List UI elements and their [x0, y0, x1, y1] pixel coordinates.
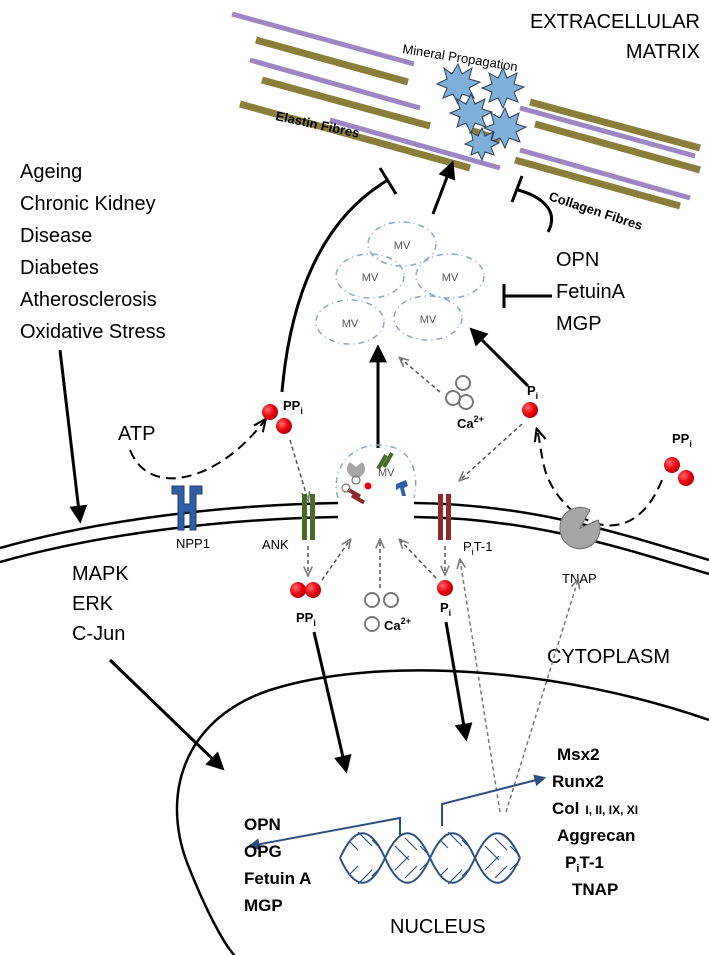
pit1-membrane-label: PiT-1 [463, 539, 492, 557]
ppi-to-ank-arrow [289, 439, 308, 500]
nuclear-envelope [175, 669, 709, 955]
svg-text:C-Jun: C-Jun [72, 623, 125, 645]
svg-text:MGP: MGP [556, 313, 602, 335]
ppi-inhibits-matrix [280, 178, 389, 393]
tnap-protein [559, 506, 601, 550]
pit1-protein [438, 494, 451, 540]
atp-to-ppi-arrow [129, 420, 265, 480]
transcription-arrows [247, 774, 547, 851]
calcium-extracellular-label: Ca2+ [457, 414, 484, 431]
risk-factors-list: Ageing Chronic Kidney Disease Diabetes A… [20, 161, 166, 343]
svg-text:MV: MV [342, 318, 359, 330]
svg-text:MV: MV [378, 467, 395, 479]
calcium-to-mv-arrow [400, 358, 441, 393]
svg-text:EXTRACELLULAR: EXTRACELLULAR [530, 11, 700, 33]
svg-text:PiT-1: PiT-1 [565, 853, 604, 875]
nucleus-label: NUCLEUS [390, 916, 486, 938]
ank-label: ANK [262, 537, 289, 552]
inhibitors-list: OPN FetuinA MGP [556, 249, 626, 335]
svg-text:MGP: MGP [244, 896, 283, 915]
tnap-membrane-label: TNAP [562, 571, 597, 586]
matrix-vesicle-cluster [315, 221, 485, 345]
nucleus-genes-left: OPN OPG Fetuin A MGP [244, 815, 311, 915]
ank-protein [302, 494, 315, 540]
mv-to-matrix-arrow [431, 160, 456, 215]
svg-text:MATRIX: MATRIX [626, 41, 700, 63]
ppi-right-label: PPi [672, 431, 692, 449]
svg-text:OPN: OPN [556, 249, 599, 271]
svg-text:Fetuin A: Fetuin A [244, 869, 311, 888]
pi-to-nucleus-arrow [444, 621, 473, 742]
svg-text:Disease: Disease [20, 225, 92, 247]
svg-text:Atherosclerosis: Atherosclerosis [20, 289, 157, 311]
collagen-fibres [239, 36, 701, 210]
ppi-dot-extracellular [262, 404, 292, 434]
signaling-list: MAPK ERK C-Jun [72, 563, 129, 645]
svg-text:MV: MV [362, 272, 379, 284]
pi-to-pit1-arrow [460, 423, 523, 480]
svg-text:MV: MV [394, 240, 411, 252]
npp1-protein [171, 485, 203, 531]
calcium-intracellular-label: Ca2+ [384, 616, 411, 633]
svg-text:Msx2: Msx2 [557, 745, 600, 764]
gene-to-pit1-feedback [460, 560, 501, 813]
svg-text:Oxidative Stress: Oxidative Stress [20, 321, 166, 343]
cytoplasm-label: CYTOPLASM [547, 646, 670, 668]
ppi-dot-intracellular [290, 582, 321, 598]
npp1-label: NPP1 [176, 536, 210, 551]
svg-text:TNAP: TNAP [572, 880, 618, 899]
svg-text:Aggrecan: Aggrecan [557, 826, 635, 845]
inhibition-bars [502, 175, 554, 308]
tnap-ppi-to-pi-loop [537, 430, 663, 527]
svg-text:FetuinA: FetuinA [556, 281, 626, 303]
pi-to-mv-arrow [469, 327, 530, 388]
ppi-intracellular-label: PPi [296, 610, 316, 628]
svg-text:Diabetes: Diabetes [20, 257, 99, 279]
svg-text:Ageing: Ageing [20, 161, 82, 183]
svg-text:ERK: ERK [72, 593, 114, 615]
svg-text:Runx2: Runx2 [552, 772, 604, 791]
ppi-dot-right [664, 457, 694, 486]
elastin-fibres [231, 11, 696, 201]
svg-text:OPN: OPN [244, 815, 281, 834]
conditions-to-membrane-arrow [58, 349, 88, 524]
dna-helix [339, 831, 521, 885]
ppi-inhibit-bar [378, 167, 398, 195]
ppi-to-nucleus-arrow [312, 631, 352, 774]
calcium-intracellular [364, 592, 399, 632]
matrix-vesicle-labels: MV MV MV MV MV [342, 240, 459, 330]
svg-text:MV: MV [442, 272, 459, 284]
pi-to-vesicle-arrow [400, 540, 437, 579]
calcium-extracellular [445, 375, 474, 410]
atp-label: ATP [118, 423, 155, 445]
elastin-fibres-label: Elastin Fibres [274, 108, 361, 140]
pi-dot-intracellular [437, 580, 453, 596]
pi-intracellular-label: Pi [440, 600, 451, 618]
svg-text:MAPK: MAPK [72, 563, 129, 585]
svg-text:OPG: OPG [244, 842, 282, 861]
gene-to-tnap-feedback [505, 580, 578, 813]
mineral-crystals [435, 62, 528, 162]
pi-dot-extracellular [522, 402, 538, 418]
ppi-extracellular-label: PPi [283, 398, 303, 416]
pi-extracellular-label: Pi [527, 383, 538, 401]
extracellular-matrix-label: EXTRACELLULAR MATRIX [530, 11, 700, 63]
svg-text:MV: MV [420, 314, 437, 326]
ppi-to-vesicle-arrow [321, 540, 350, 581]
budding-vesicle: MV [335, 444, 417, 505]
svg-text:Chronic Kidney: Chronic Kidney [20, 193, 156, 215]
signaling-to-nucleus-arrow [108, 658, 225, 771]
